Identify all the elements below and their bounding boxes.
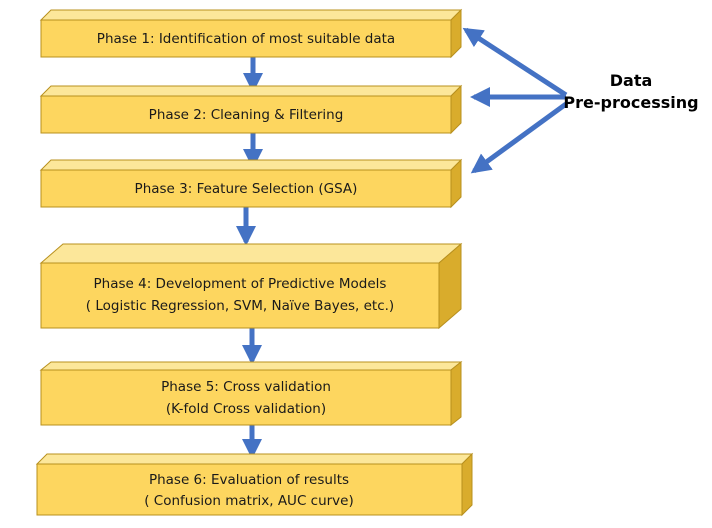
phase-box-5: Phase 5: Cross validation (K-fold Cross … (39, 360, 463, 427)
phase-box-4: Phase 4: Development of Predictive Model… (39, 242, 463, 330)
phase-6-title: Phase 6: Evaluation of results (149, 472, 349, 488)
preprocessing-label-line-2: Pre-processing (563, 93, 698, 112)
phase-6-subtitle: ( Confusion matrix, AUC curve) (144, 493, 354, 509)
phase-box-6: Phase 6: Evaluation of results ( Confusi… (35, 452, 474, 517)
arrow-to-phase-3 (470, 101, 568, 174)
preprocessing-label-line-1: Data (610, 71, 653, 90)
flow-arrows (236, 56, 263, 459)
phase-box-1: Phase 1: Identification of most suitable… (39, 8, 463, 59)
phase-box-3: Phase 3: Feature Selection (GSA) (39, 158, 463, 209)
phase-4-title: Phase 4: Development of Predictive Model… (94, 276, 387, 292)
preprocessing-arrows (462, 27, 568, 174)
preprocessing-label: Data Pre-processing (563, 71, 698, 112)
phase-4-subtitle: ( Logistic Regression, SVM, Naïve Bayes,… (86, 298, 394, 314)
phase-5-title: Phase 5: Cross validation (161, 379, 331, 395)
arrow-to-phase-1 (462, 27, 568, 98)
phase-5-subtitle: (K-fold Cross validation) (166, 401, 326, 417)
phase-1-title: Phase 1: Identification of most suitable… (97, 31, 395, 47)
phase-3-title: Phase 3: Feature Selection (GSA) (135, 181, 358, 197)
phase-box-2: Phase 2: Cleaning & Filtering (39, 84, 463, 135)
phase-2-title: Phase 2: Cleaning & Filtering (149, 107, 344, 123)
